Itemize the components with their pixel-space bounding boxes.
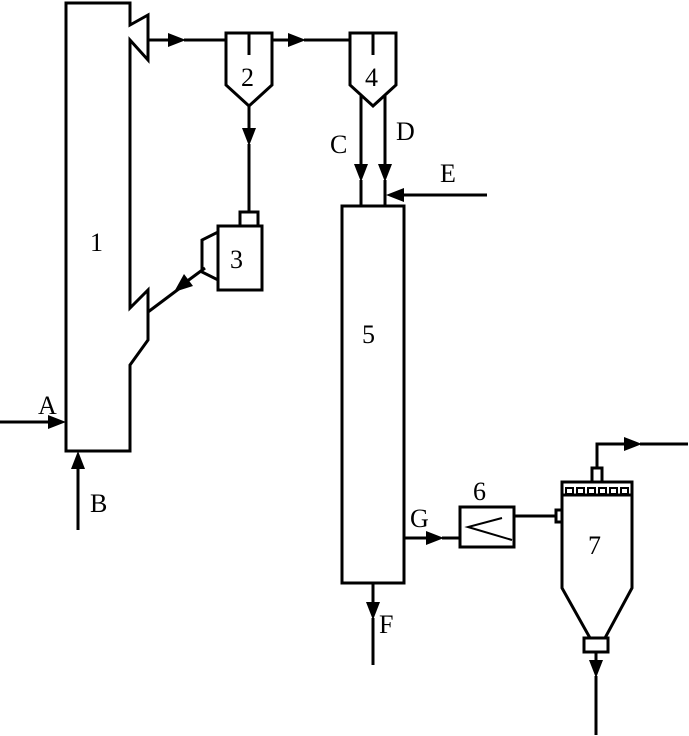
stream-a-inlet <box>0 415 66 429</box>
pipe-1-to-2 <box>148 33 226 47</box>
pipe-6-to-7 <box>514 508 564 524</box>
stream-g-label: G <box>410 504 429 533</box>
stream-e-inlet <box>386 188 487 202</box>
unit-6-label: 6 <box>473 477 486 506</box>
stream-g-pipe <box>404 531 460 545</box>
stream-f-outlet <box>366 583 380 665</box>
unit-6-exchanger <box>458 505 516 549</box>
stream-f-label: F <box>379 610 393 639</box>
unit-5-label: 5 <box>362 320 375 349</box>
unit-7-filter-elements <box>565 487 629 495</box>
unit-2-label: 2 <box>241 63 254 92</box>
unit-7-gas-outlet <box>595 437 688 468</box>
unit-3-label: 3 <box>230 245 243 274</box>
unit-4-cyclone <box>348 31 398 109</box>
unit-1-column <box>64 1 150 453</box>
stream-e-label: E <box>440 159 456 188</box>
unit-7-solid-outlet <box>589 652 603 735</box>
unit-4-label: 4 <box>365 63 378 92</box>
pipe-2-to-3 <box>242 106 256 212</box>
unit-2-cyclone <box>224 31 274 109</box>
unit-5-column <box>340 204 406 585</box>
pipe-2-to-4 <box>272 33 350 47</box>
stream-c-pipe <box>354 96 368 206</box>
stream-d-pipe <box>378 96 392 206</box>
unit-1-label: 1 <box>90 228 103 257</box>
stream-a-label: A <box>38 391 57 420</box>
unit-7-vessel <box>560 466 634 654</box>
pipe-3-to-1 <box>147 266 206 314</box>
stream-c-label: C <box>330 130 347 159</box>
stream-b-label: B <box>90 489 107 518</box>
stream-b-inlet <box>71 451 85 530</box>
unit-7-label: 7 <box>588 531 601 560</box>
stream-d-label: D <box>396 117 415 146</box>
